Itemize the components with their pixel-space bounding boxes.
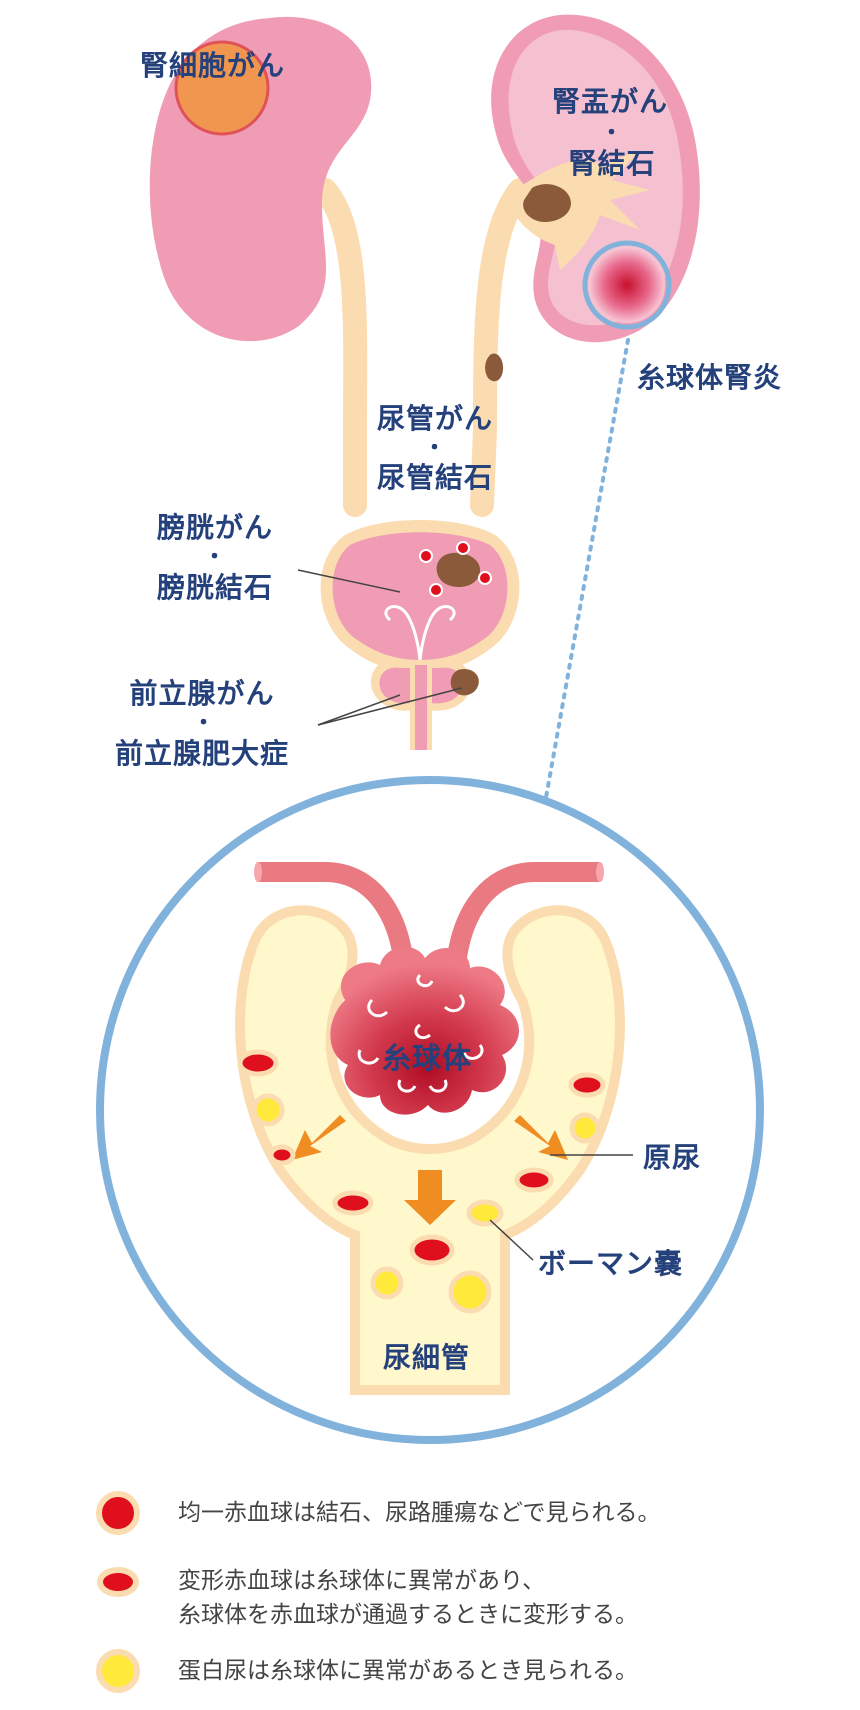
- separator-dot: ・: [192, 711, 216, 736]
- protein: [569, 1112, 601, 1144]
- label-bladder-stone: 膀胱結石: [156, 571, 273, 604]
- renal-cell-cancer-tumor: [174, 40, 270, 136]
- cells: [237, 1049, 606, 1314]
- bladder-stone: [436, 552, 481, 588]
- glomerulus: [330, 946, 520, 1115]
- deformed-red-blood-cell: [237, 1049, 279, 1077]
- leader-line-bowman-capsule: [489, 1219, 534, 1261]
- deformed-red-blood-cell: [268, 1144, 296, 1166]
- label-prostate-hypertrophy: 前立腺肥大症: [114, 737, 289, 770]
- label-kidney-stone: 腎結石: [568, 147, 656, 180]
- leader-line-prostate: [317, 694, 401, 726]
- glomerulonephritis-highlight-ring: [582, 240, 672, 330]
- bowman-capsule-and-tubule: [235, 905, 625, 1395]
- separator-dot: ・: [423, 436, 447, 461]
- label-glomerulonephritis: 糸球体腎炎: [637, 361, 783, 394]
- legend-text-uniform-red-blood-cell: 均一赤血球は結石、尿路腫瘍などで見られる。: [178, 1500, 661, 1526]
- label-ureter-stone: 尿管結石: [376, 461, 493, 494]
- bladder-red-cell: [419, 549, 433, 563]
- kidney-stone: [523, 184, 571, 222]
- label-bladder-cancer: 膀胱がん: [156, 511, 273, 544]
- primary-urine-flow-arrows: [292, 1115, 568, 1225]
- protein: [448, 1270, 492, 1314]
- bladder-red-cell: [429, 583, 443, 597]
- glomerulonephritis-spot: [589, 247, 665, 323]
- deformed-red-blood-cell: [514, 1167, 554, 1193]
- ureter-stone: [485, 353, 504, 382]
- uniform-red-blood-cell-icon: [96, 1491, 140, 1535]
- deformed-red-blood-cell: [332, 1190, 374, 1216]
- prostate: [370, 659, 472, 750]
- legend-text-deformed-red-blood-cell: 変形赤血球は糸球体に異常があり、: [178, 1568, 546, 1594]
- label-glomerulus: 糸球体: [382, 1041, 473, 1075]
- legend-text-deformed-red-blood-cell: 糸球体を赤血球が通過するときに変形する。: [178, 1602, 638, 1628]
- label-renal-pelvis-cancer: 腎盂がん: [551, 85, 668, 118]
- label-renal-tubule: 尿細管: [383, 1341, 471, 1374]
- leader-line-prostate: [317, 687, 463, 726]
- ureters: [313, 178, 532, 517]
- label-ureter-cancer: 尿管がん: [376, 402, 493, 435]
- deformed-red-blood-cell-icon: [97, 1567, 139, 1597]
- prostate-stone: [450, 668, 479, 696]
- deformed-red-blood-cell: [568, 1072, 606, 1098]
- protein: [251, 1093, 285, 1127]
- label-renal-cell-cancer: 腎細胞がん: [140, 49, 286, 82]
- bladder-red-cell: [478, 571, 492, 585]
- separator-dot: ・: [203, 545, 227, 570]
- zoom-dotted-line: [543, 338, 630, 805]
- leader-line-bladder: [297, 569, 401, 593]
- label-bowman-capsule: ボーマン嚢: [538, 1247, 684, 1280]
- legend-text-proteinuria: 蛋白尿は糸球体に異常があるとき見られる。: [178, 1658, 638, 1684]
- separator-dot: ・: [600, 121, 624, 146]
- label-primary-urine: 原尿: [643, 1141, 702, 1174]
- bladder: [320, 520, 520, 672]
- protein: [370, 1266, 404, 1300]
- label-prostate-cancer: 前立腺がん: [129, 677, 275, 710]
- protein: [466, 1199, 504, 1227]
- proteinuria-icon: [96, 1649, 140, 1693]
- bladder-red-cell: [456, 541, 470, 555]
- uniform-red-blood-cell: [409, 1234, 455, 1266]
